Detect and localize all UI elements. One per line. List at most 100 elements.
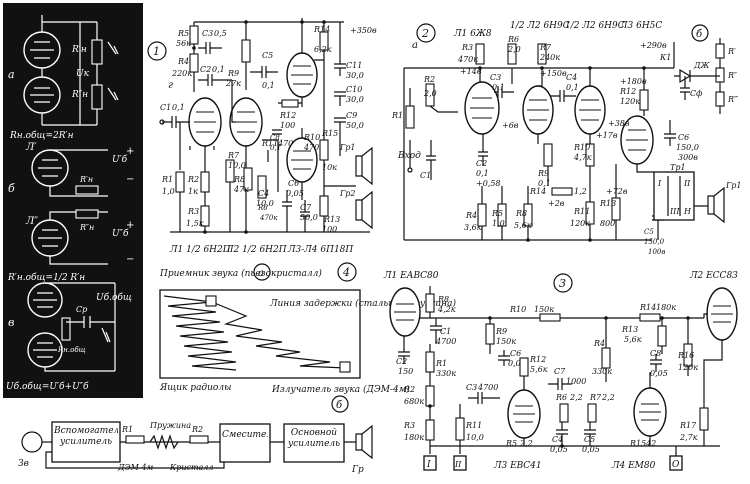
fig2-r2v: 2,0 — [423, 89, 437, 98]
fig4-mixer — [219, 423, 271, 463]
fig2-tr1: Тр1 — [670, 163, 686, 172]
fig3-r9: R9 — [495, 327, 507, 336]
fig3-r8v: 4,2к — [437, 305, 456, 314]
fig1-c2: C2 — [200, 65, 211, 74]
fig1-r6: R6 — [257, 204, 268, 212]
fig2-v17: +17в — [596, 131, 618, 140]
fig3-c5v: 0,05 — [582, 445, 600, 454]
fig2-transformer — [653, 171, 695, 221]
fig2-c6: C6 — [678, 133, 689, 142]
fig2-v72: +72в — [606, 187, 628, 196]
fig1-r15: R15 — [321, 129, 338, 138]
fig1-c6: C6 — [288, 179, 299, 188]
fig1-r11: R11 — [261, 139, 278, 148]
rh-double-a: R″н — [71, 90, 88, 100]
fig1-tube2-label: Л2 1/2 6Н2П — [225, 245, 287, 255]
fig3-r11: R11 — [465, 421, 482, 430]
fig2-v14: +14в — [460, 67, 482, 76]
fig1-gr2: Гр2 — [339, 189, 356, 198]
fig4-speaker-icon — [344, 424, 373, 460]
fig2-k1: К1 — [659, 53, 671, 62]
fig1-r13: R13 — [323, 215, 340, 224]
plus-1: + — [126, 146, 134, 157]
l-double: Л″ — [25, 216, 38, 227]
fig3-c1v: 4700 — [435, 337, 456, 346]
fig1-c5: C5 — [262, 51, 273, 60]
fig3-r4v: 330к — [592, 367, 612, 376]
fig2-b: б — [696, 29, 703, 40]
fig2-r14v: 1,2 — [574, 187, 587, 196]
fig1-r12v: 100 — [280, 121, 295, 130]
fig4-zv: Зв — [18, 459, 29, 469]
fig3-r13: R13 — [621, 325, 638, 334]
fig2-v26: +2в — [548, 199, 565, 208]
fig3-r1v: 330к — [436, 369, 456, 378]
fig4-delay-label: Линия задержки (стальная пружина) — [269, 298, 456, 309]
fig2-r4v: 3,6к — [464, 223, 482, 232]
fig2-l2: 1/2 Л2 6Н9С — [510, 21, 570, 31]
fig3-r3v: 180к — [404, 433, 424, 442]
fig1-r4: R4 — [177, 57, 189, 66]
fig3-terminal-o — [669, 455, 683, 471]
fig4-box-label: Ящик радиолы — [159, 383, 231, 393]
fig3-ii: II — [454, 460, 462, 469]
cp-label: Cр — [76, 305, 87, 314]
fig2-r5: R5 — [491, 209, 503, 218]
label-v: в — [8, 316, 14, 329]
fig2-r6v: 2,0 — [507, 45, 521, 54]
fig3-r6v: 2,2 — [569, 393, 583, 402]
r-general: Rн.общ — [57, 346, 86, 354]
fig2-v300: 300в — [678, 153, 698, 162]
fig1-c8v: 0,1 — [270, 144, 281, 152]
fig2-n: Н — [683, 207, 692, 216]
fig2-r1: R1 — [391, 111, 403, 120]
fig1-r14: R14 — [313, 25, 330, 34]
fig3-c8: C8 — [650, 349, 661, 358]
fig1-r15v: 10к — [322, 163, 337, 172]
fig2-w1: I — [657, 179, 662, 188]
fig2-r5v: 1,0 — [492, 219, 505, 228]
fig2-c3v: 0,1 — [492, 83, 505, 92]
label-a: а — [8, 68, 15, 81]
fig1-r8v: 47к — [233, 185, 249, 194]
fig3-c3: C3 — [466, 383, 477, 392]
fig2-r9: R9 — [537, 169, 549, 178]
fig1-r8: R8 — [233, 175, 245, 184]
uk-label: Uк — [76, 69, 90, 79]
fig1-r3v: 1,5к — [186, 219, 204, 228]
fig2-c5v: 150,0 — [644, 238, 665, 246]
fig2-r2: R2 — [423, 75, 435, 84]
fig3-r5: R5 — [505, 439, 517, 448]
fig4-mic-icon — [21, 431, 43, 453]
fig1-r1v: 1,0 — [162, 187, 175, 196]
minus-2: − — [126, 254, 134, 265]
fig1-c9v: 50,0 — [346, 121, 364, 130]
fig2-r4: R4 — [465, 211, 477, 220]
fig2-diode-icon — [674, 68, 700, 84]
fig1-c7v: 50,0 — [300, 213, 318, 222]
fig2-r13: R13 — [599, 199, 616, 208]
fig4-receiver-crystal — [205, 295, 217, 307]
fig2-r8v: 5,6к — [514, 221, 532, 230]
fig2-w3: III — [669, 207, 680, 216]
fig3-c2: C2 — [396, 357, 407, 366]
figure-1: 1 +350в R5 56к R4 220к C3 0,5 C2 0,1 г C… — [147, 18, 377, 255]
fig4-b: б — [336, 400, 343, 411]
fig2-w2: II — [683, 179, 691, 188]
fig1-tube1-label: Л1 1/2 6Н2П — [169, 245, 231, 255]
fig3-r15: R15 — [629, 439, 646, 448]
fig2-rpp: R″ — [727, 71, 737, 80]
fig3-terminal-i — [423, 455, 437, 471]
fig1-tube3-label: Л3-Л4 6П18П — [287, 245, 353, 255]
fig4-r1: R1 — [121, 425, 133, 434]
fig1-c10v: 30,0 — [346, 95, 364, 104]
fig3-l4: Л4 ЕМ80 — [611, 461, 656, 471]
fig3-o: O — [672, 460, 680, 470]
fig4-main-text: Основной усилитель — [287, 428, 341, 449]
fig3-r16: R16 — [677, 351, 694, 360]
fig3-r2v: 680к — [404, 397, 424, 406]
fig2-r7v: 240к — [539, 53, 560, 62]
fig2-v150: +150в — [540, 69, 567, 78]
fig1-gr1: Гр1 — [339, 143, 356, 152]
fig2-v100: 100в — [648, 248, 665, 256]
